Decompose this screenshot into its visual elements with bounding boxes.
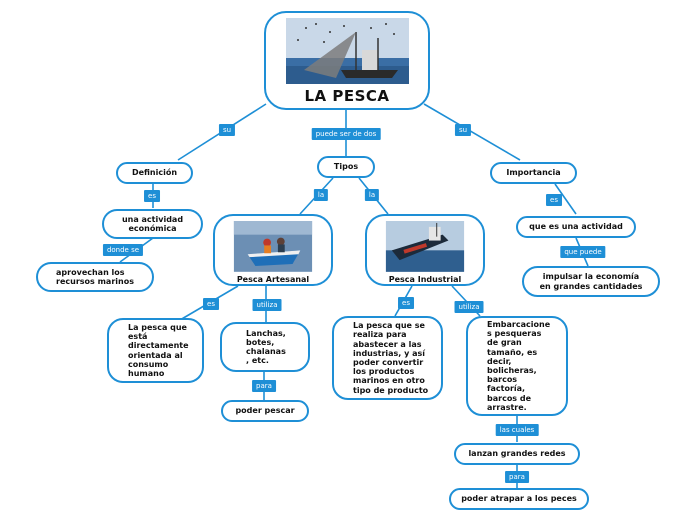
node-abastecer-industrias[interactable]: La pesca que se realiza para abastecer a… <box>332 316 443 400</box>
node-consumo-humano[interactable]: La pesca que está directamente orientada… <box>107 318 204 383</box>
page-title: LA PESCA <box>304 87 390 105</box>
pesca-industrial-label: Pesca Industrial <box>388 274 462 284</box>
connector-label-para-artesanal: para <box>252 380 276 392</box>
node-importancia[interactable]: Importancia <box>490 162 577 184</box>
pesca-artesanal-label: Pesca Artesanal <box>236 274 310 284</box>
rowboat-image <box>233 221 313 272</box>
connector-label-es-artesanal: es <box>203 298 219 310</box>
connector-label-donde-se: donde se <box>102 244 144 256</box>
node-embarcaciones-pesqueras[interactable]: Embarcacione s pesqueras de gran tamaño,… <box>466 316 568 416</box>
connector-label-utiliza-industrial: utiliza <box>454 301 484 313</box>
root-node-la-pesca[interactable]: LA PESCA <box>264 11 430 110</box>
node-actividad-economica[interactable]: una actividad económica <box>102 209 203 239</box>
node-lanzan-redes[interactable]: lanzan grandes redes <box>454 443 580 465</box>
node-lanchas-botes[interactable]: Lanchas, botes, chalanas , etc. <box>220 322 310 372</box>
node-recursos-marinos[interactable]: aprovechan los recursos marinos <box>36 262 154 292</box>
connector-label-su-definicion: su <box>218 124 236 136</box>
connector-label-las-cuales: las cuales <box>495 424 539 436</box>
node-poder-atrapar[interactable]: poder atrapar a los peces <box>449 488 589 510</box>
node-impulsar-economia[interactable]: impulsar la economía en grandes cantidad… <box>522 266 660 297</box>
connector-label-que-puede: que puede <box>560 246 606 258</box>
connector-label-es-industrial: es <box>398 297 414 309</box>
connector-label-su-importancia: su <box>454 124 472 136</box>
node-tipos[interactable]: Tipos <box>317 156 375 178</box>
node-poder-pescar[interactable]: poder pescar <box>221 400 309 422</box>
node-definicion[interactable]: Definición <box>116 162 193 184</box>
industrial-ship-image <box>385 221 465 272</box>
connector-label-puede-ser: puede ser de dos <box>311 128 381 140</box>
connector-label-para-industrial: para <box>505 471 529 483</box>
node-que-es-una-actividad[interactable]: que es una actividad <box>516 216 636 238</box>
node-pesca-industrial[interactable]: Pesca Industrial <box>365 214 485 286</box>
connector-label-la-industrial: la <box>364 189 380 201</box>
fishing-trawler-image <box>285 18 409 84</box>
connector-label-es-definicion: es <box>144 190 160 202</box>
connector-label-utiliza-artesanal: utiliza <box>252 299 282 311</box>
connector-label-la-artesanal: la <box>313 189 329 201</box>
node-pesca-artesanal[interactable]: Pesca Artesanal <box>213 214 333 286</box>
connector-label-es-importancia: es <box>546 194 562 206</box>
